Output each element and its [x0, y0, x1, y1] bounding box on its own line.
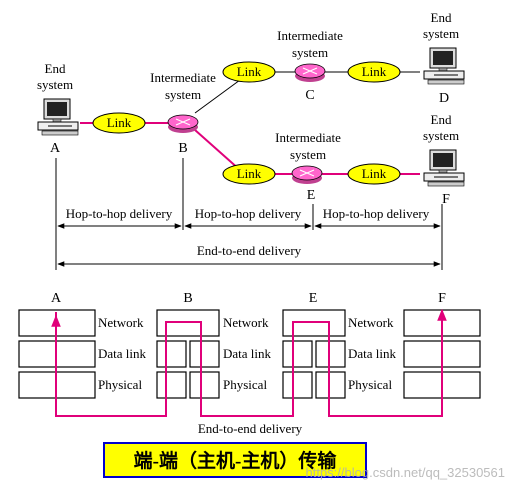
end-system-f-label-2: system [423, 128, 459, 143]
end-to-end-label: End-to-end delivery [197, 243, 302, 258]
link-label-b-e: Link [237, 166, 262, 181]
intermediate-e-label-2: system [290, 147, 326, 162]
stack-a-network-label: Network [98, 315, 144, 330]
caption-banner [103, 442, 367, 478]
stack-e-network-label: Network [348, 315, 394, 330]
stack-e-physical-left [282, 371, 313, 399]
intermediate-b-label-1: Intermediate [150, 70, 216, 85]
node-a-label: A [50, 141, 61, 156]
stack-b-datalink-left [156, 340, 187, 368]
router-icon [294, 63, 326, 82]
stack-b-label: B [183, 291, 192, 306]
stack-a-datalink-label: Data link [98, 346, 147, 361]
router-icon [167, 114, 199, 133]
watermark: https://blog.csdn.net/qq_32530561 [306, 465, 506, 480]
link-label-b-c: Link [237, 64, 262, 79]
stack-a-physical-label: Physical [98, 377, 142, 392]
intermediate-c-label-2: system [292, 45, 328, 60]
link-label-c-d: Link [362, 64, 387, 79]
stack-f-label: F [438, 291, 446, 306]
stack-e-physical-right [315, 371, 346, 399]
end-system-d-label-1: End [431, 10, 452, 25]
stack-e-datalink-right [315, 340, 346, 368]
link-oval-e-f [347, 163, 401, 185]
hop-label-2: Hop-to-hop delivery [195, 206, 302, 221]
link-oval-c-d [347, 61, 401, 83]
link-label-e-f: Link [362, 166, 387, 181]
node-d-label: D [439, 91, 449, 106]
end-system-d-label-2: system [423, 26, 459, 41]
end-system-f-label-1: End [431, 112, 452, 127]
stack-a-label: A [51, 291, 62, 306]
stack-b-network-label: Network [223, 315, 269, 330]
router-icon [291, 165, 323, 184]
stack-e-datalink-left [282, 340, 313, 368]
stack-e-label: E [309, 291, 318, 306]
stack-path-label: End-to-end delivery [198, 421, 303, 436]
intermediate-c-label-1: Intermediate [277, 28, 343, 43]
stack-b-datalink-label: Data link [223, 346, 272, 361]
caption-title: 端-端（主机-主机）传输 [134, 449, 338, 472]
hop-label-3: Hop-to-hop delivery [323, 206, 430, 221]
intermediate-e-label-1: Intermediate [275, 130, 341, 145]
intermediate-b-label-2: system [165, 87, 201, 102]
computer-icon [423, 47, 465, 85]
link-oval-b-c [222, 61, 276, 83]
computer-icon [37, 98, 79, 136]
stack-e-physical-label: Physical [348, 377, 392, 392]
computer-icon [423, 149, 465, 187]
stack-b-physical-label: Physical [223, 377, 267, 392]
stack-b-physical-right [189, 371, 220, 399]
end-system-a-label-2: system [37, 77, 73, 92]
node-b-label: B [178, 141, 187, 156]
link-label-a-b: Link [107, 115, 132, 130]
link-oval-b-e [222, 163, 276, 185]
link-line-b-c [194, 79, 241, 114]
node-f-label: F [442, 192, 450, 207]
link-oval-a-b [92, 112, 146, 134]
end-to-end-path [55, 308, 447, 417]
stack-b-physical-left [156, 371, 187, 399]
hop-label-1: Hop-to-hop delivery [66, 206, 173, 221]
node-e-label: E [307, 188, 316, 203]
stack-e-datalink-label: Data link [348, 346, 397, 361]
end-system-a-label-1: End [45, 61, 66, 76]
stack-b-datalink-right [189, 340, 220, 368]
node-c-label: C [305, 88, 314, 103]
link-line-b-e [194, 129, 241, 171]
